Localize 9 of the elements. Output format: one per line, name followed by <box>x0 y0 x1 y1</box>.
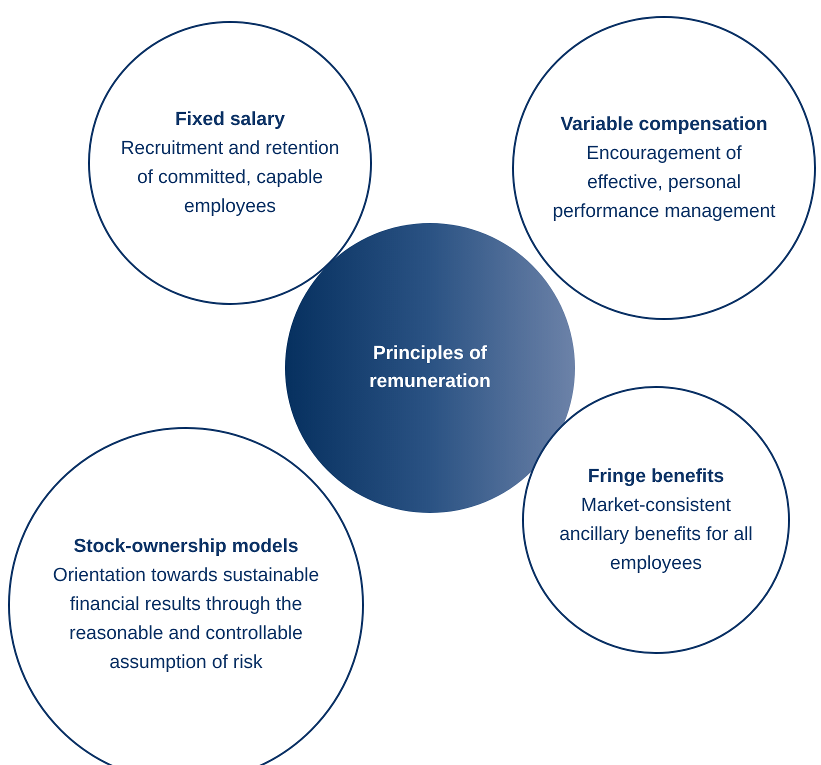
node-heading: Stock-ownership models <box>72 535 300 559</box>
node-description: Market-consistent ancillary benefits for all employees <box>558 494 754 576</box>
node-heading: Fringe benefits <box>586 464 726 488</box>
node-heading: Fixed salary <box>174 108 286 132</box>
node-description: Encouragement of effective, personal performance management <box>552 142 776 224</box>
node-description: Orientation towards sustainable financial results through the reasonable and controllable assumption of risk <box>52 564 320 675</box>
node-description: Recruitment and retention of committed, capable employees <box>120 136 340 218</box>
node-heading: Variable compensation <box>560 112 768 136</box>
node-heading: Principles of remuneration <box>368 342 492 394</box>
